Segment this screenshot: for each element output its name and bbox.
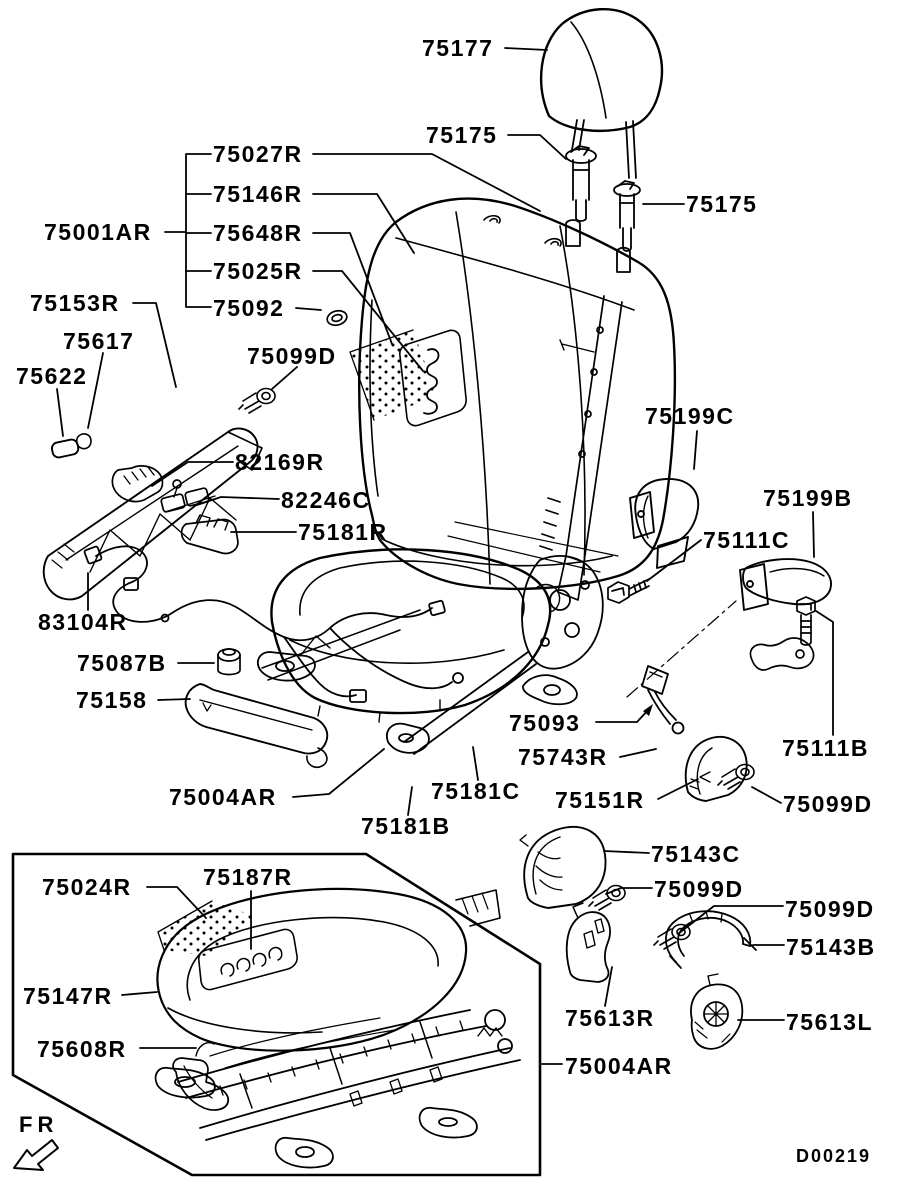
part-label-75143C: 75143C — [651, 841, 741, 867]
inset-frame-drawing — [154, 1009, 521, 1169]
harness-83104R-drawing — [83, 545, 464, 703]
part-label-75199C: 75199C — [645, 403, 735, 429]
cover-75158-drawing — [184, 683, 329, 769]
part-label-75181C: 75181C — [431, 778, 521, 804]
part-label-75024R: 75024R — [42, 874, 132, 900]
cover-75199B-drawing — [739, 558, 832, 611]
part-label-75613L: 75613L — [786, 1009, 874, 1035]
nut-75087B-drawing — [217, 648, 241, 676]
part-label-83104R: 83104R — [38, 609, 128, 635]
part-label-75001AR: 75001AR — [44, 219, 152, 245]
seat-cushion-drawing — [270, 548, 552, 723]
part-label-75181R: 75181R — [298, 519, 388, 545]
headrest-drawing — [539, 8, 664, 179]
section-lines — [447, 521, 737, 698]
part-label-75092: 75092 — [213, 295, 285, 321]
part-label-75199B: 75199B — [763, 485, 853, 511]
side-frame-75153R-drawing — [42, 427, 263, 601]
part-label-75151R: 75151R — [555, 787, 645, 813]
part-label-75181B: 75181B — [361, 813, 451, 839]
part-label-75648R: 75648R — [213, 220, 303, 246]
inset-box — [11, 852, 542, 1177]
switch-75181R-drawing — [180, 514, 239, 555]
grommet-75092-drawing — [326, 309, 348, 327]
part-label-75027R: 75027R — [213, 141, 303, 167]
drawing-code: D00219 — [796, 1146, 872, 1166]
leader-lines — [56, 47, 834, 1065]
part-label-75099D-sideframe: 75099D — [247, 343, 337, 369]
part-label-75187R: 75187R — [203, 864, 293, 890]
cover-75143C-drawing — [519, 825, 607, 909]
bracket-82246C-drawing — [160, 479, 216, 513]
part-label-75147R: 75147R — [23, 983, 113, 1009]
part-label-82246C: 82246C — [281, 487, 371, 513]
part-label-75143B: 75143B — [786, 934, 876, 960]
part-label-75004AR-inset: 75004AR — [565, 1053, 673, 1079]
part-label-75146R: 75146R — [213, 181, 303, 207]
seatbelt-buckle-drawing — [641, 665, 685, 735]
part-label-75099D-right: 75099D — [785, 896, 875, 922]
part-label-75175-left: 75175 — [426, 122, 498, 148]
bolt-75111B-drawing — [749, 596, 816, 671]
hinge-75613L-drawing — [690, 973, 744, 1050]
cover-75151R-drawing — [684, 735, 748, 802]
fr-direction-arrow — [13, 1139, 59, 1171]
part-label-75743R: 75743R — [518, 744, 608, 770]
adjuster-82169R-drawing — [111, 465, 164, 503]
screw-75099D-drawings — [238, 387, 755, 950]
part-label-75111C: 75111C — [703, 527, 791, 553]
part-label-75617: 75617 — [63, 328, 135, 354]
headrest-guides-drawing — [565, 145, 641, 273]
part-label-75004AR-main: 75004AR — [169, 784, 277, 810]
seatback-heater-pad-drawing — [349, 329, 467, 427]
inset-cushion-drawing — [156, 887, 501, 1052]
part-label-75175-right: 75175 — [686, 191, 758, 217]
part-label-75153R: 75153R — [30, 290, 120, 316]
cover-75199C-drawing — [629, 478, 700, 569]
part-label-75608R: 75608R — [37, 1036, 127, 1062]
seat-frame-rails-drawing — [256, 609, 537, 755]
bolt-75111C-drawing — [607, 578, 650, 604]
part-label-75099D-mid: 75099D — [654, 876, 744, 902]
part-label-75093: 75093 — [509, 710, 581, 736]
part-label-75177: 75177 — [422, 35, 494, 61]
bracket-75613R-drawing — [565, 902, 611, 983]
part-label-75087B: 75087B — [77, 650, 167, 676]
part-label-75099D-cover-right: 75099D — [783, 791, 873, 817]
part-label-75613R: 75613R — [565, 1005, 655, 1031]
part-label-75158: 75158 — [76, 687, 148, 713]
part-label-75111B: 75111B — [782, 735, 870, 761]
part-label-75622: 75622 — [16, 363, 88, 389]
part-label-82169R: 82169R — [235, 449, 325, 475]
part-label-75025R: 75025R — [213, 258, 303, 284]
bracket-75143B-drawing — [665, 910, 757, 969]
fr-orientation-label: FR — [19, 1112, 59, 1137]
